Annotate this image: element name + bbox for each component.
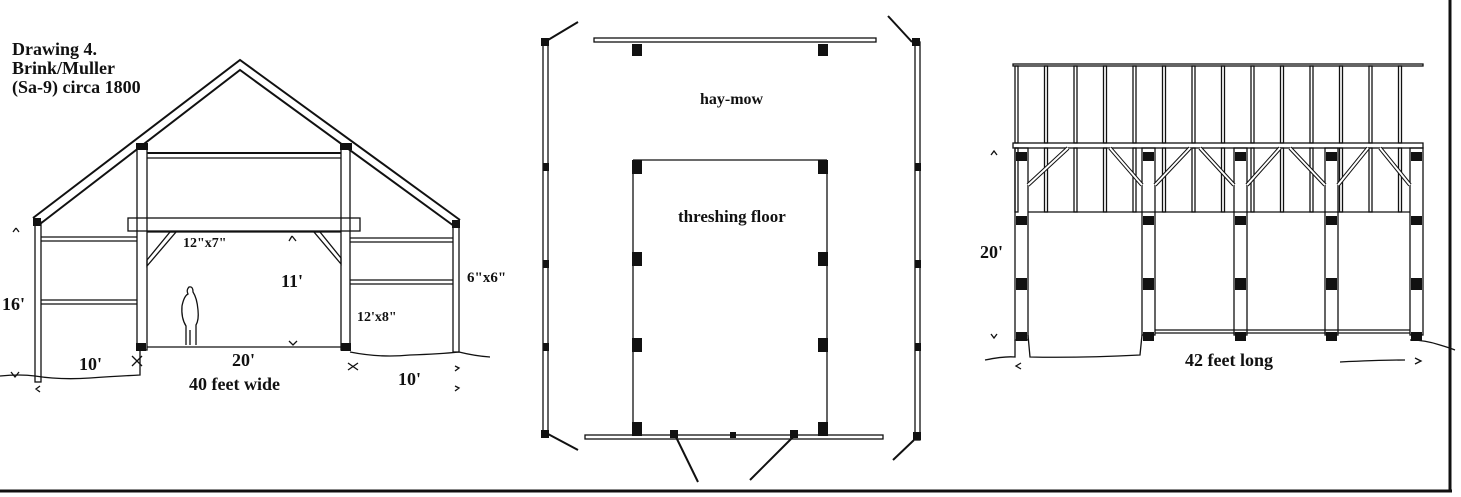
post-joint [1235,152,1246,161]
post [1409,147,1424,336]
stud [1191,147,1196,213]
left-inner-post [136,145,148,351]
stud [1309,65,1314,144]
post-joint [1326,332,1337,341]
post-joint [1016,152,1027,161]
stud [1368,65,1373,144]
knee-brace-left [146,231,178,268]
elevation-height-label: 20' [980,242,1003,262]
roof-outer [32,58,461,221]
plan-left-wall [542,39,549,437]
threshing-floor-label: threshing floor [678,207,786,226]
door-bottom-right [892,439,915,461]
stud [1014,65,1019,144]
stud [1397,147,1403,213]
post [1014,147,1029,341]
post-joint [1016,216,1027,225]
stud [1250,65,1255,144]
post-joint [1143,152,1154,161]
person-figure [181,286,199,345]
post [1141,147,1156,336]
post-joint [1411,332,1422,341]
stud [1073,147,1078,213]
stud [1102,147,1108,213]
wall-height-label: 16' [2,294,25,314]
left-outer-post [34,221,42,383]
beam-size-label: 12"x7" [183,236,227,251]
door-bottom-left [547,433,579,451]
post-joint [1143,216,1154,225]
stud [1368,147,1373,213]
center-height-label: 11' [281,271,303,291]
girt-size-label: 12'x8" [357,310,397,325]
drawing-number: Drawing 4. [12,39,97,59]
stud [1309,147,1314,213]
right-aisle-label: 10' [398,369,421,389]
stud [1279,65,1285,144]
post-joint [1143,332,1154,341]
width-label: 40 feet wide [189,374,280,394]
right-inner-post [340,145,351,351]
stud [1220,147,1226,213]
hay-mow-label: hay-mow [700,91,764,108]
barn-name: Brink/Muller [12,58,115,78]
stud [1132,65,1137,144]
post-joint [1411,216,1422,225]
length-label: 42 feet long [1185,350,1273,370]
post-joint [1326,278,1337,290]
post-joint [1143,278,1154,290]
cross-section-drawing [0,58,491,393]
stud [1161,65,1167,144]
stud [1043,65,1049,144]
ground-line [0,350,491,380]
post-joint [1016,332,1027,341]
tie-beam [127,217,361,232]
threshing-door-right [749,436,794,481]
stud [1191,65,1196,144]
roof-inner [39,68,455,227]
post-joint [1411,152,1422,161]
center-span-label: 20' [232,350,255,370]
plate-beam [1012,142,1424,149]
side-elevation-drawing [984,63,1456,370]
post-joint [1411,278,1422,290]
stud [1161,147,1167,213]
post-joint [1326,216,1337,225]
post-size-label: 6"x6" [467,270,506,286]
right-outer-post [452,223,460,353]
stud [1338,65,1344,144]
knee-brace-right [312,231,342,266]
door-top-left [547,21,579,41]
elevation-ground-line [984,334,1456,363]
door-top-right [887,15,913,43]
threshing-door-left [675,436,699,483]
floor-plan-drawing [541,15,921,483]
plan-top-wall [593,37,877,43]
post [1324,147,1339,336]
left-aisle-label: 10' [79,354,102,374]
stud [1043,147,1049,213]
barn-date: (Sa-9) circa 1800 [12,77,141,98]
stud [1220,65,1226,144]
post-joint [1235,332,1246,341]
stud [1397,65,1403,144]
post-joint [1235,216,1246,225]
post-joint [1235,278,1246,290]
stud [1102,65,1108,144]
post-joint [1016,278,1027,290]
stud [1279,147,1285,213]
plan-right-wall [914,41,921,441]
post [1233,147,1248,336]
stud [1073,65,1078,144]
post-joint [1326,152,1337,161]
